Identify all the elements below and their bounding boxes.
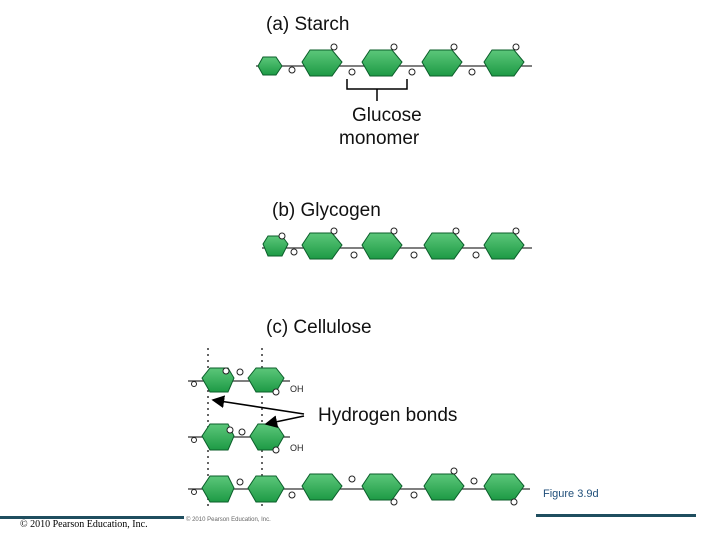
glucose-monomer-label-line2: monomer bbox=[339, 128, 420, 149]
starch-chain bbox=[256, 43, 532, 77]
glycogen-glucose-ring bbox=[483, 227, 525, 260]
cellulose-strand bbox=[188, 367, 290, 396]
glycosidic-oxygen bbox=[290, 248, 298, 256]
starch-glucose-ring bbox=[483, 43, 525, 77]
glycosidic-oxygen bbox=[408, 68, 416, 76]
glycosidic-oxygen bbox=[410, 251, 418, 259]
copyright-notice: © 2010 Pearson Education, Inc. bbox=[20, 519, 148, 530]
glycogen-chain bbox=[262, 227, 532, 260]
glycogen-glucose-ring bbox=[301, 227, 343, 260]
glycosidic-oxygen bbox=[468, 68, 476, 76]
glycosidic-oxygen bbox=[472, 251, 480, 259]
oh-label: OH bbox=[290, 443, 304, 453]
starch-glucose-ring bbox=[361, 43, 403, 77]
cellulose-label: (c) Cellulose bbox=[266, 317, 372, 338]
hydrogen-bond-arrow bbox=[264, 415, 305, 428]
starch-glucose-ring bbox=[257, 56, 283, 76]
glucose-monomer-bracket bbox=[346, 79, 408, 90]
starch-glucose-ring bbox=[421, 43, 463, 77]
footer-rule-left bbox=[0, 516, 184, 519]
figure-copyright: © 2010 Pearson Education, Inc. bbox=[186, 517, 271, 523]
glycogen-glucose-ring bbox=[262, 232, 289, 257]
starch-glucose-ring bbox=[301, 43, 343, 77]
glucose-monomer-label-line1: Glucose bbox=[352, 105, 422, 126]
oh-label: OH bbox=[290, 384, 304, 394]
glycogen-glucose-ring bbox=[423, 227, 465, 260]
hydrogen-bonds-label: Hydrogen bonds bbox=[318, 405, 458, 426]
figure-number: Figure 3.9d bbox=[543, 488, 599, 500]
footer-rule-right bbox=[536, 514, 696, 517]
glycosidic-oxygen bbox=[350, 251, 358, 259]
cellulose-strand bbox=[188, 423, 290, 454]
hydrogen-bond-arrow bbox=[211, 395, 305, 415]
glycosidic-oxygen bbox=[288, 66, 296, 74]
glycogen-label: (b) Glycogen bbox=[272, 200, 381, 221]
cellulose-strand bbox=[188, 467, 530, 506]
starch-label: (a) Starch bbox=[266, 14, 350, 35]
glycogen-glucose-ring bbox=[361, 227, 403, 260]
glycosidic-oxygen bbox=[348, 68, 356, 76]
